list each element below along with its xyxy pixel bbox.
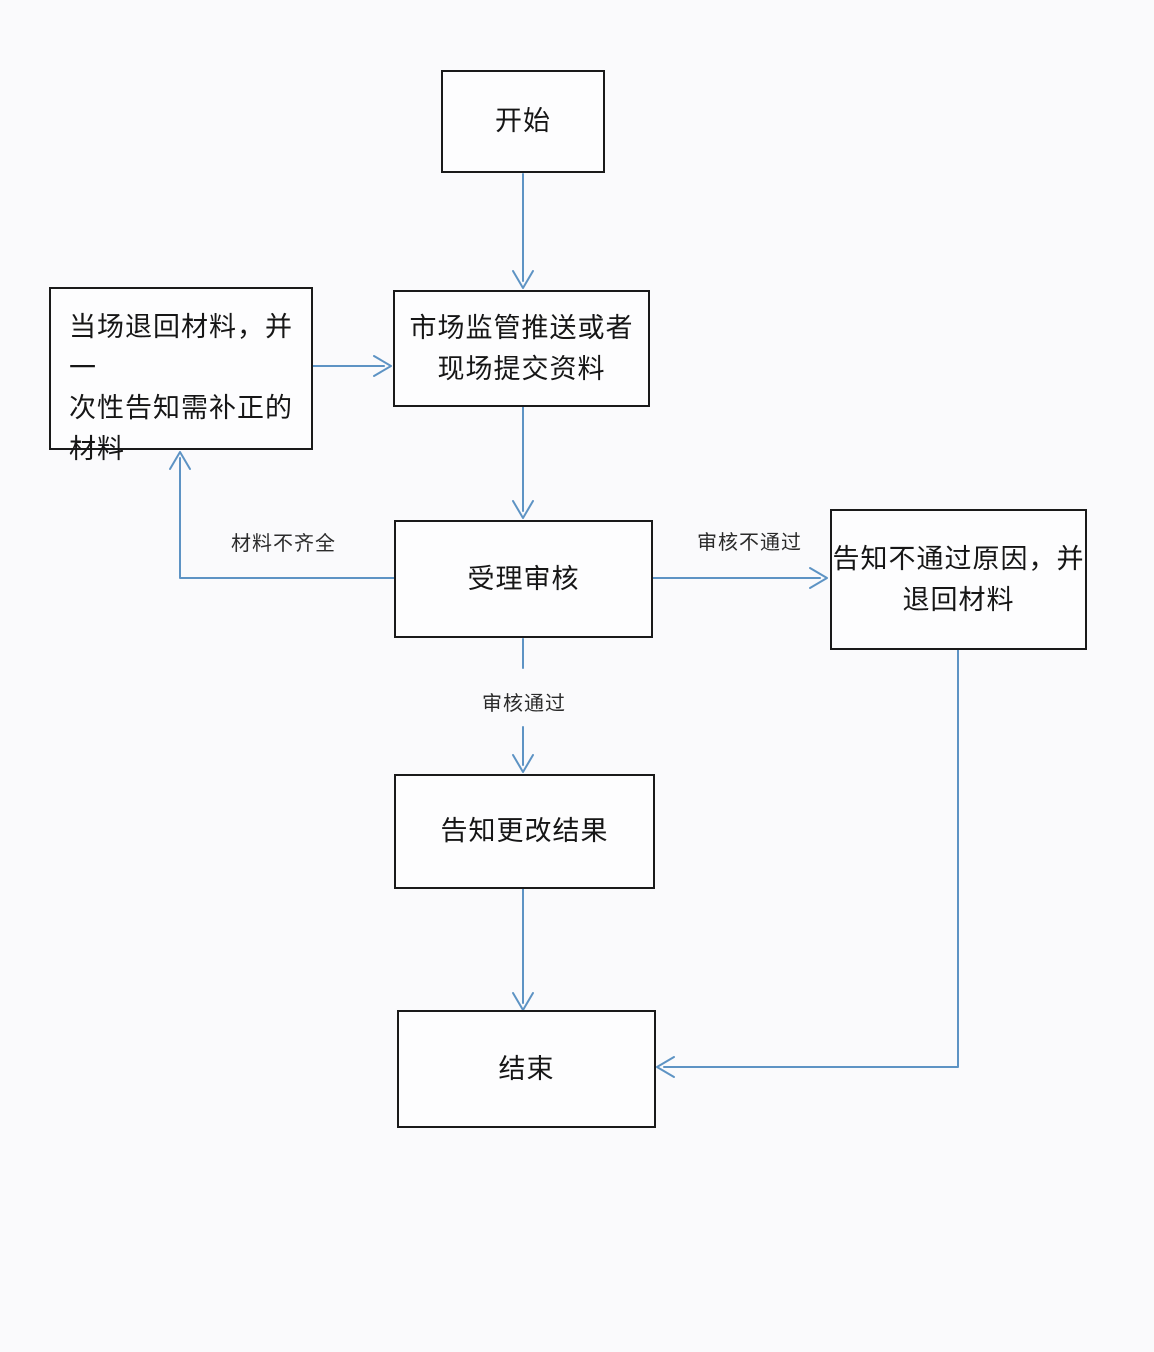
node-reject-label: 告知不通过原因，并 退回材料 <box>832 544 1085 615</box>
edge-label-review-passed: 审核通过 <box>482 693 566 715</box>
node-submit-label: 市场监管推送或者 现场提交资料 <box>409 313 634 384</box>
edge-reject-end <box>663 649 959 1068</box>
node-start-label: 开始 <box>495 106 551 137</box>
node-return-materials: 当场退回材料，并一 次性告知需补正的 材料 <box>49 287 313 464</box>
arrowhead-down-review <box>512 500 534 519</box>
node-return-label: 当场退回材料，并一 次性告知需补正的 材料 <box>69 312 293 464</box>
node-start: 开始 <box>441 70 605 173</box>
node-review-label: 受理审核 <box>467 563 580 594</box>
node-review: 受理审核 <box>394 520 653 638</box>
arrowhead-down-submit <box>512 270 534 289</box>
node-reject-notice: 告知不通过原因，并 退回材料 <box>830 509 1087 650</box>
edge-label-materials-incomplete: 材料不齐全 <box>231 533 336 555</box>
node-end: 结束 <box>397 1010 656 1128</box>
arrowhead-left-end <box>656 1056 675 1078</box>
node-end-label: 结束 <box>498 1053 555 1084</box>
arrowhead-right-reject <box>809 567 828 589</box>
arrowhead-down-end <box>512 992 534 1011</box>
arrowhead-right-submit <box>373 355 392 377</box>
node-notify-label: 告知更改结果 <box>440 816 609 847</box>
edge-label-review-failed: 审核不通过 <box>697 532 802 554</box>
node-submit-materials: 市场监管推送或者 现场提交资料 <box>393 290 650 407</box>
edge-review-return <box>179 457 395 579</box>
arrowhead-down-notify <box>512 754 534 773</box>
node-notify-result: 告知更改结果 <box>394 774 655 889</box>
